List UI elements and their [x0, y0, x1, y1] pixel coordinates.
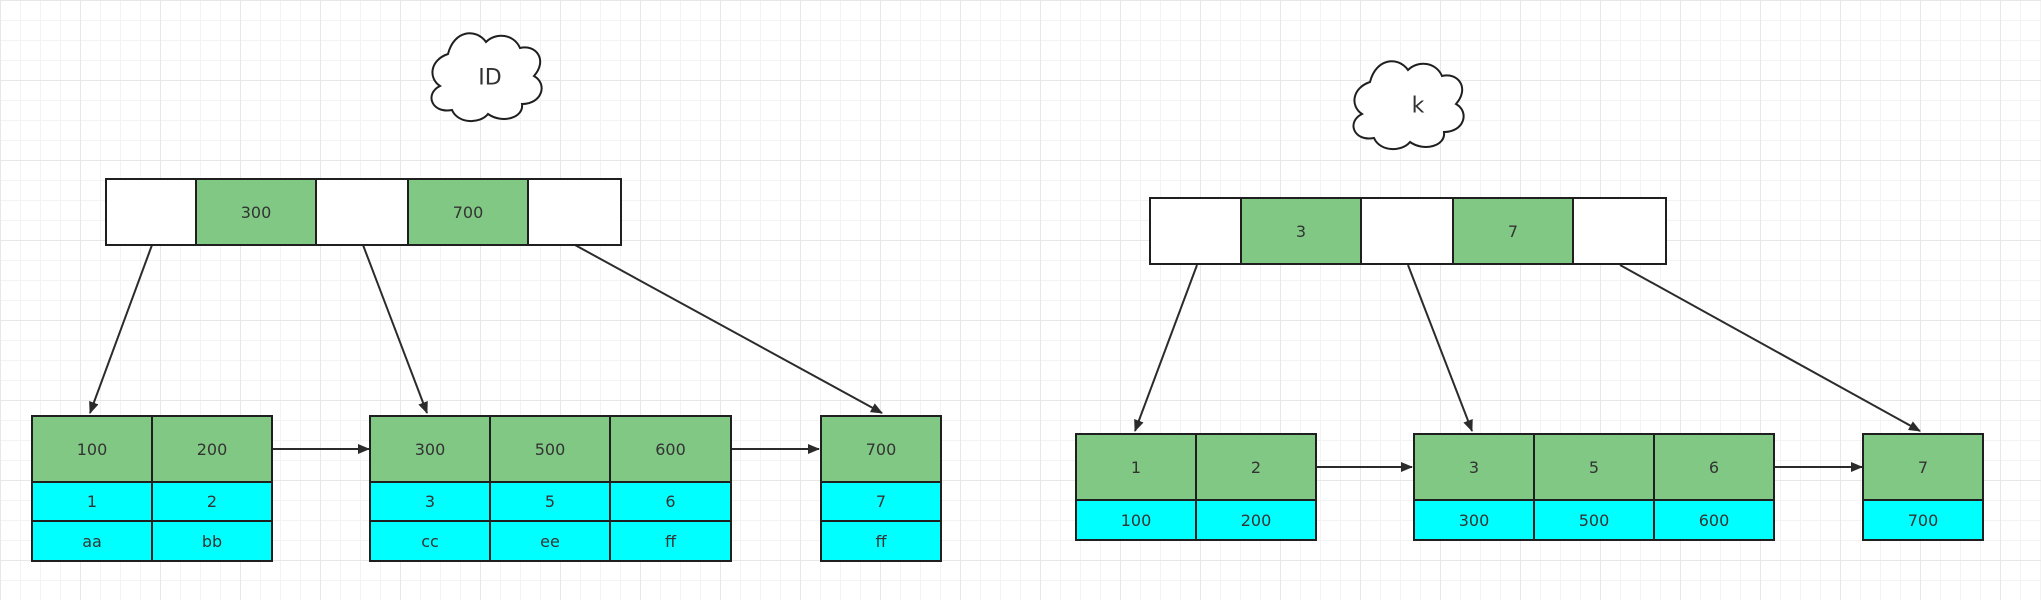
leaf-data-cell: 100 [1075, 499, 1197, 541]
leaf-data-cell: ff [609, 520, 732, 562]
leaf-data-cell: aa [31, 520, 153, 562]
leaf-data-cell: 2 [151, 481, 273, 522]
leaf-key-cell: 2 [1195, 433, 1317, 501]
leaf-data-cell: 3 [369, 481, 491, 522]
leaf-data-cell: 300 [1413, 499, 1535, 541]
root-key-cell: 3 [1240, 197, 1362, 265]
leaf-data-cell: 200 [1195, 499, 1317, 541]
leaf-data-cell: 6 [609, 481, 732, 522]
leaf-data-cell: 7 [820, 481, 942, 522]
leaf-key-cell: 5 [1533, 433, 1655, 501]
root-pointer-slot [1149, 197, 1242, 265]
leaf-key-cell: 1 [1075, 433, 1197, 501]
root-pointer-slot [1360, 197, 1454, 265]
leaf-data-cell: 700 [1862, 499, 1984, 541]
root-pointer-slot [1572, 197, 1667, 265]
leaf-key-cell: 500 [489, 415, 611, 483]
leaf-data-cell: 500 [1533, 499, 1655, 541]
pointer-arrow [1619, 264, 1921, 432]
leaf-data-cell: 600 [1653, 499, 1775, 541]
leaf-key-cell: 200 [151, 415, 273, 483]
leaf-key-cell: 300 [369, 415, 491, 483]
cloud-label: ID [478, 65, 502, 91]
leaf-key-cell: 7 [1862, 433, 1984, 501]
root-key-cell: 700 [407, 178, 529, 246]
pointer-arrow [362, 244, 428, 414]
root-pointer-slot [527, 178, 622, 246]
root-key-cell: 7 [1452, 197, 1574, 265]
pointer-arrow [574, 244, 883, 414]
leaf-data-cell: bb [151, 520, 273, 562]
leaf-data-cell: ee [489, 520, 611, 562]
pointer-arrow [89, 244, 153, 414]
leaf-key-cell: 100 [31, 415, 153, 483]
cloud-shape [1352, 60, 1465, 150]
leaf-key-cell: 600 [609, 415, 732, 483]
root-pointer-slot [315, 178, 409, 246]
leaf-key-cell: 700 [820, 415, 942, 483]
root-pointer-slot [105, 178, 197, 246]
leaf-key-cell: 6 [1653, 433, 1775, 501]
cloud-label: k [1411, 93, 1425, 119]
leaf-key-cell: 3 [1413, 433, 1535, 501]
pointer-arrow [1134, 264, 1198, 432]
leaf-data-cell: 1 [31, 481, 153, 522]
leaf-data-cell: 5 [489, 481, 611, 522]
pointer-arrow [1407, 264, 1473, 432]
root-key-cell: 300 [195, 178, 317, 246]
leaf-data-cell: cc [369, 520, 491, 562]
cloud-shape [430, 32, 543, 122]
leaf-data-cell: ff [820, 520, 942, 562]
